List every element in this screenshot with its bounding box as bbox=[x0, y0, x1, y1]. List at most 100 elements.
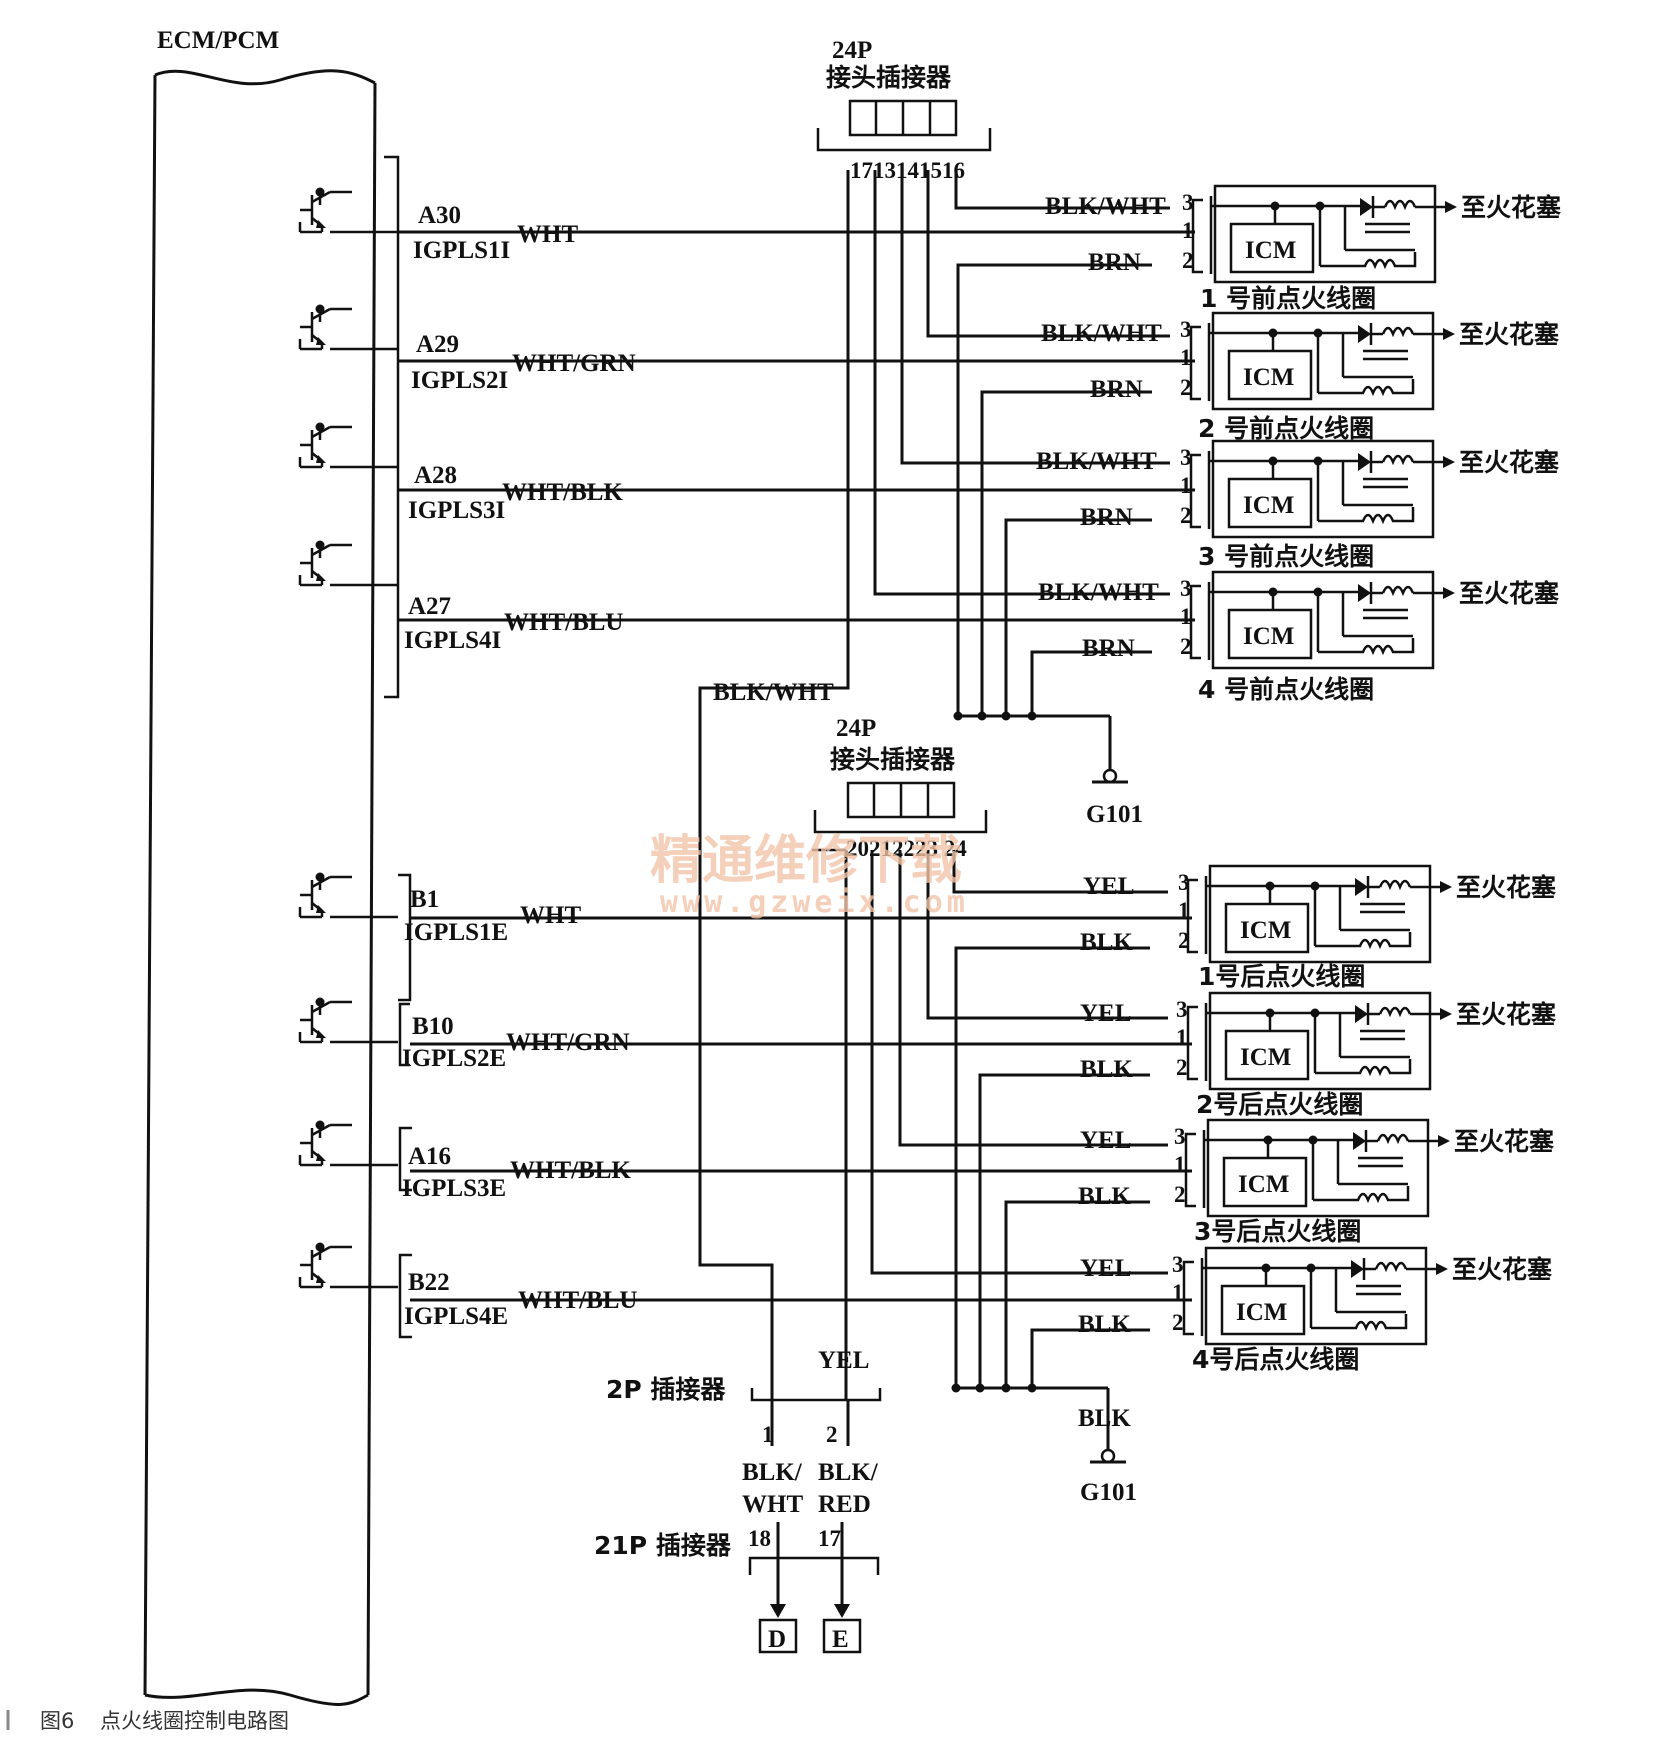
coil-pin1-label: 1 bbox=[1178, 898, 1190, 923]
coil-pin1-label: 1 bbox=[1172, 1280, 1184, 1305]
blk-wht-feed bbox=[698, 170, 850, 1400]
rear-power-wire bbox=[898, 850, 1168, 1147]
transistor-node bbox=[315, 187, 325, 197]
icm-label: ICM bbox=[1240, 1044, 1291, 1071]
coil-pin1-label: 1 bbox=[1176, 1025, 1188, 1050]
front-signal-label: IGPLS1I bbox=[413, 237, 510, 264]
coil-power-wire-label: BLK/WHT bbox=[1038, 579, 1159, 606]
terminal-e-label: E bbox=[832, 1626, 849, 1653]
connector-24p-top: 24P 接头插接器 1713141516 bbox=[816, 37, 992, 183]
arrow-icon bbox=[1443, 587, 1455, 599]
coil-pin3-label: 3 bbox=[1172, 1252, 1184, 1277]
junction-dot bbox=[1027, 711, 1037, 721]
coil-pin3-label: 3 bbox=[1180, 576, 1192, 601]
diode-icon bbox=[1358, 325, 1371, 343]
transistor-symbol bbox=[298, 997, 398, 1044]
coil-ground-wire-label: BRN bbox=[1082, 635, 1135, 662]
connector-24p-bottom-subtitle: 接头插接器 bbox=[830, 745, 956, 774]
caption-fig-number: 图6 bbox=[40, 1709, 74, 1733]
front-coil-name-label: 4 号前点火线圈 bbox=[1198, 675, 1374, 704]
coil-ground-wire-label: BLK bbox=[1080, 1056, 1133, 1083]
ecm-bracket-rear bbox=[398, 873, 412, 1339]
ecm-label: ECM/PCM bbox=[157, 27, 279, 54]
to-spark-plug-label: 至火花塞 bbox=[1452, 1255, 1552, 1284]
coil-ground-wire-label: BLK bbox=[1078, 1183, 1131, 1210]
rear-pin-label: A16 bbox=[408, 1143, 451, 1170]
transistor-symbol bbox=[298, 187, 398, 234]
secondary-winding-icon bbox=[1381, 585, 1415, 597]
connector-21p-pin1: 18 bbox=[748, 1526, 771, 1551]
watermark: 精通维修下载 www.gzweix.com bbox=[650, 831, 965, 920]
secondary-winding-icon bbox=[1374, 1261, 1408, 1273]
icm-box bbox=[1227, 608, 1313, 660]
coil-pin3-label: 3 bbox=[1176, 997, 1188, 1022]
icm-box bbox=[1229, 222, 1315, 274]
front-ground: G101 bbox=[1086, 716, 1143, 828]
rear-ground-wire bbox=[1030, 1328, 1150, 1388]
front-ground-wire bbox=[980, 390, 1152, 716]
junction-dot bbox=[977, 711, 987, 721]
connector-2p-wire2b: RED bbox=[818, 1491, 871, 1518]
driver-transistors bbox=[298, 187, 398, 1289]
feed-yel-label: YEL bbox=[818, 1347, 869, 1374]
to-spark-plug-label: 至火花塞 bbox=[1456, 1000, 1556, 1029]
rear-signal-label: IGPLS1E bbox=[404, 919, 508, 946]
front-power-wire bbox=[900, 170, 1170, 465]
front-wire-label: WHT/BLU bbox=[504, 609, 623, 636]
connector-24p-bottom: 24P 接头插接器 20212223 24 bbox=[813, 715, 988, 861]
diode-icon bbox=[1360, 198, 1373, 216]
coil-pin3-label: 3 bbox=[1174, 1124, 1186, 1149]
connector-24p-bottom-title: 24P bbox=[836, 715, 876, 742]
primary-winding-icon bbox=[1343, 379, 1415, 397]
secondary-winding-icon bbox=[1378, 1006, 1412, 1018]
front-ground-wire bbox=[1030, 650, 1152, 716]
arrow-icon bbox=[1438, 1135, 1450, 1147]
junction-dot bbox=[1027, 1383, 1037, 1393]
connector-24p-top-title: 24P bbox=[832, 37, 872, 64]
to-spark-plug-label: 至火花塞 bbox=[1459, 579, 1559, 608]
coil-power-wire-label: YEL bbox=[1083, 873, 1134, 900]
rear-ground-wire bbox=[1004, 1200, 1150, 1388]
front-coil-name-label: 1 号前点火线圈 bbox=[1200, 284, 1376, 313]
rear-signal-label: IGPLS4E bbox=[404, 1303, 508, 1330]
coil-pin2-label: 2 bbox=[1180, 634, 1192, 659]
transistor-symbol bbox=[298, 540, 398, 587]
icm-label: ICM bbox=[1236, 1299, 1287, 1326]
transistor-node bbox=[315, 540, 325, 550]
rear-wire-label: WHT/GRN bbox=[506, 1029, 630, 1056]
icm-box bbox=[1222, 1156, 1308, 1208]
coil-pin3-label: 3 bbox=[1178, 870, 1190, 895]
front-power-wire bbox=[926, 170, 1170, 338]
diode-icon bbox=[1358, 453, 1371, 471]
icm-label: ICM bbox=[1245, 237, 1296, 264]
figure-caption: 图6 点火线圈控制电路图 bbox=[6, 1709, 289, 1733]
coil-pin3-label: 3 bbox=[1180, 317, 1192, 342]
coil-pin1-label: 1 bbox=[1182, 218, 1194, 243]
to-spark-plug-label: 至火花塞 bbox=[1456, 873, 1556, 902]
arrow-icon bbox=[1440, 1008, 1452, 1020]
rear-coil-name-label: 1号后点火线圈 bbox=[1198, 962, 1365, 991]
rear-power-wire bbox=[926, 850, 1168, 1020]
icm-box bbox=[1227, 349, 1313, 401]
coil-ground-wire-label: BLK bbox=[1078, 1311, 1131, 1338]
transistor-symbol bbox=[298, 872, 398, 919]
rear-ground-wire bbox=[978, 1073, 1150, 1388]
coil-pin2-label: 2 bbox=[1180, 503, 1192, 528]
coil-pin2-label: 2 bbox=[1174, 1182, 1186, 1207]
coil-ground-wire-label: BRN bbox=[1080, 504, 1133, 531]
arrow-icon bbox=[1443, 328, 1455, 340]
coil-power-wire-label: YEL bbox=[1080, 1127, 1131, 1154]
connector-2p-wire2a: BLK/ bbox=[818, 1459, 879, 1486]
primary-winding-icon bbox=[1343, 507, 1415, 525]
junction-dot bbox=[1001, 1383, 1011, 1393]
icm-label: ICM bbox=[1243, 623, 1294, 650]
